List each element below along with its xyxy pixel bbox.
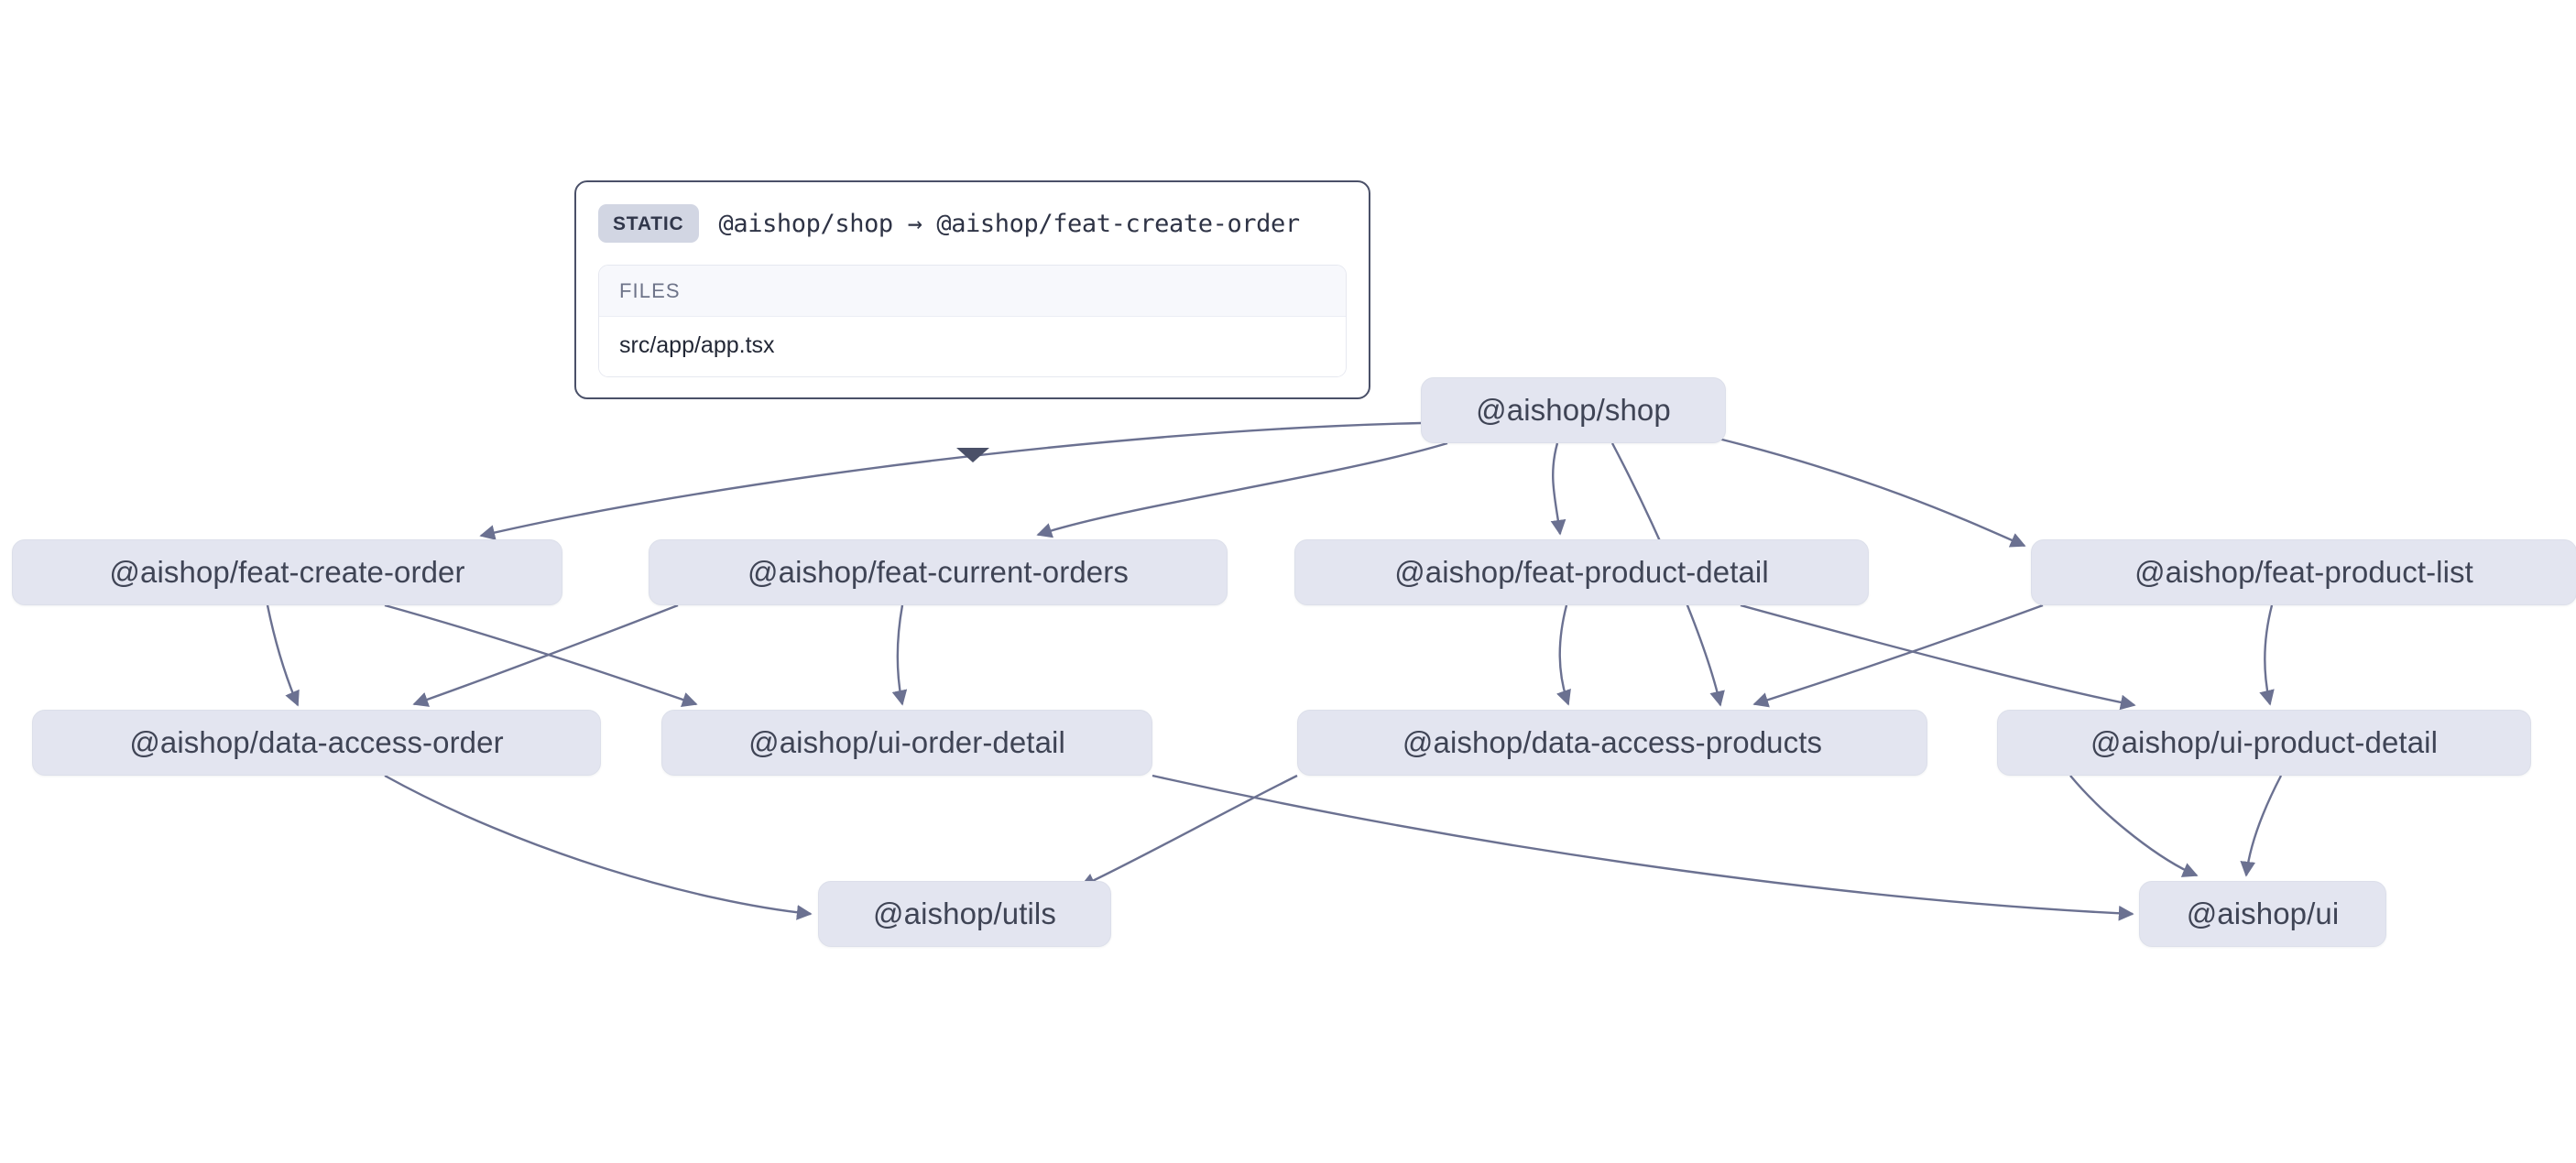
- edge-shop-to-feat-product-detail: [1550, 442, 1566, 536]
- graph-node-label: @aishop/ui-order-detail: [748, 725, 1065, 759]
- edge-feat-current-orders-to-ui-order-detail: [891, 604, 908, 706]
- edge-feat-create-order-to-data-access-order: [266, 604, 300, 707]
- edge-data-access-order-to-utils: [384, 774, 813, 920]
- edge-feat-current-orders-to-data-access-order: [412, 603, 679, 707]
- graph-node-feat-product-list[interactable]: @aishop/feat-product-list: [2031, 539, 2576, 605]
- edge-feat-product-list-to-ui-product-detail: [2259, 604, 2275, 706]
- edge-shop-to-feat-product-list: [1714, 436, 2026, 548]
- edge-feat-create-order-to-ui-order-detail: [384, 603, 698, 708]
- edge-feat-product-detail-to-data-access-products: [1556, 604, 1571, 706]
- graph-node-label: @aishop/feat-create-order: [109, 555, 465, 589]
- edge-shop-to-feat-create-order: [479, 421, 1422, 540]
- graph-node-utils[interactable]: @aishop/utils: [818, 881, 1111, 947]
- edge-data-access-products-to-utils: [1079, 774, 1298, 888]
- graph-node-label: @aishop/feat-product-detail: [1394, 555, 1769, 589]
- edge-tooltip[interactable]: STATIC @aishop/shop → @aishop/feat-creat…: [574, 180, 1370, 399]
- graph-node-label: @aishop/ui-product-detail: [2090, 725, 2439, 759]
- files-panel-header: FILES: [599, 266, 1346, 317]
- graph-node-feat-product-detail[interactable]: @aishop/feat-product-detail: [1294, 539, 1869, 605]
- edge-ui-order-detail-to-ui: [1152, 774, 2134, 921]
- tooltip-pointer-arrow: [956, 448, 989, 462]
- graph-node-shop[interactable]: @aishop/shop: [1421, 377, 1726, 443]
- graph-node-ui[interactable]: @aishop/ui: [2139, 881, 2386, 947]
- edge-shop-to-feat-current-orders: [1036, 441, 1448, 538]
- edge-feat-product-list-to-data-access-products: [1752, 603, 2044, 708]
- graph-node-label: @aishop/data-access-products: [1402, 725, 1823, 759]
- tooltip-header: STATIC @aishop/shop → @aishop/feat-creat…: [598, 201, 1347, 248]
- graph-node-feat-create-order[interactable]: @aishop/feat-create-order: [12, 539, 562, 605]
- graph-node-label: @aishop/utils: [873, 897, 1056, 930]
- graph-node-label: @aishop/ui: [2186, 897, 2340, 930]
- tooltip-title: @aishop/shop → @aishop/feat-create-order: [718, 209, 1301, 238]
- edge-ui-product-detail-to-ui-2: [2240, 775, 2283, 877]
- graph-node-label: @aishop/data-access-order: [129, 725, 504, 759]
- graph-node-data-access-products[interactable]: @aishop/data-access-products: [1297, 710, 1927, 776]
- static-badge: STATIC: [598, 204, 699, 243]
- edge-feat-product-detail-to-ui-product-detail: [1740, 603, 2136, 711]
- graph-node-ui-order-detail[interactable]: @aishop/ui-order-detail: [661, 710, 1152, 776]
- file-list-item[interactable]: src/app/app.tsx: [599, 317, 1346, 376]
- graph-node-data-access-order[interactable]: @aishop/data-access-order: [32, 710, 601, 776]
- graph-node-label: @aishop/shop: [1476, 393, 1671, 427]
- graph-node-feat-current-orders[interactable]: @aishop/feat-current-orders: [649, 539, 1228, 605]
- edge-ui-product-detail-to-ui: [2069, 775, 2199, 877]
- graph-node-ui-product-detail[interactable]: @aishop/ui-product-detail: [1997, 710, 2531, 776]
- graph-node-label: @aishop/feat-product-list: [2134, 555, 2473, 589]
- files-panel: FILES src/app/app.tsx: [598, 265, 1347, 377]
- graph-node-label: @aishop/feat-current-orders: [748, 555, 1129, 589]
